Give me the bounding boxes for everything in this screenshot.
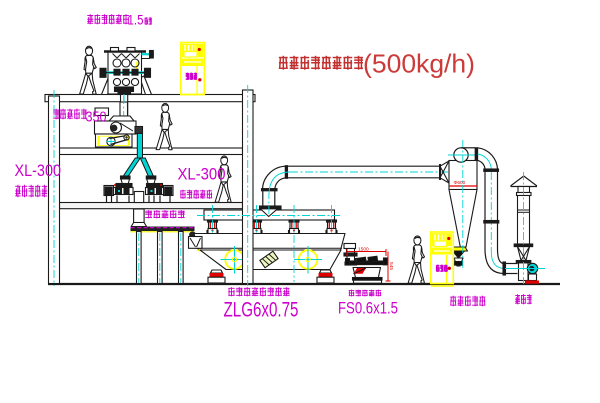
svg-text:XL-300: XL-300	[178, 165, 226, 184]
svg-text:1500: 1500	[358, 247, 369, 253]
svg-text:(500kg/h): (500kg/h)	[363, 49, 475, 79]
svg-text:XL-300: XL-300	[15, 161, 62, 180]
svg-text:Φ600: Φ600	[454, 180, 466, 186]
svg-text:1.5: 1.5	[128, 13, 144, 28]
svg-text:545: 545	[388, 262, 394, 270]
svg-text:350: 350	[86, 110, 107, 126]
svg-text:ZLG6x0.75: ZLG6x0.75	[224, 299, 299, 322]
svg-text:FS0.6x1.5: FS0.6x1.5	[338, 299, 398, 318]
